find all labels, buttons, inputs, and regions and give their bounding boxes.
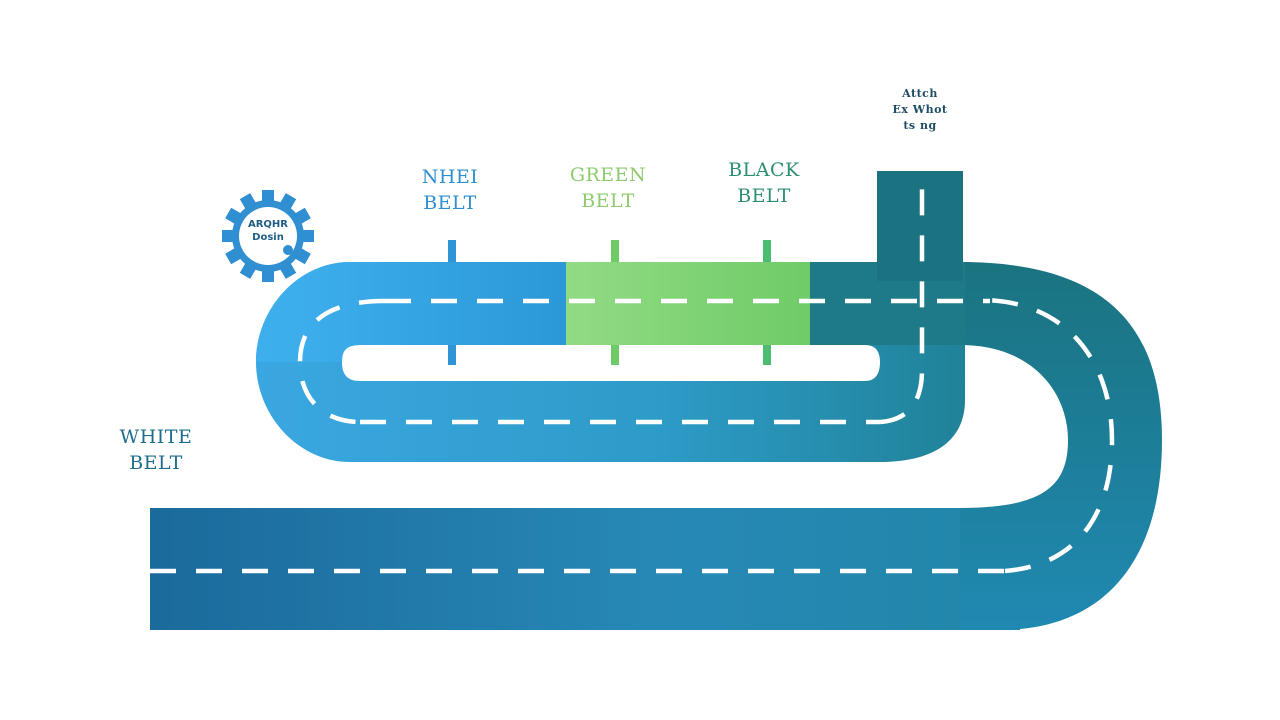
label-finish: Attch Ex Whot ts ng	[870, 86, 970, 134]
lane-marking-right-bend	[984, 297, 1115, 574]
badge-line-1: ARQHR	[247, 219, 288, 230]
label-green-belt: GREEN BELT	[538, 163, 678, 214]
road-blue-section	[256, 262, 566, 362]
badge-label: ARQHR Dosin	[228, 218, 308, 244]
lane-marking-loop-return	[879, 182, 925, 425]
label-white-belt-line1: WHITE	[119, 426, 193, 448]
finish-tower	[877, 171, 963, 281]
label-green-belt-line2: BELT	[581, 189, 635, 212]
label-black-belt-line2: BELT	[737, 184, 791, 207]
gear-badge-icon	[222, 190, 314, 282]
belt-ticks	[448, 240, 771, 365]
badge-line-2: Dosin	[252, 232, 284, 243]
label-finish-line1: Attch	[902, 87, 938, 100]
road-green-section	[566, 262, 810, 345]
road-right-bend	[960, 262, 1162, 630]
label-black-belt: BLACK BELT	[694, 158, 834, 209]
label-blue-belt: NHEI BELT	[380, 165, 520, 216]
lane-markings	[150, 182, 1115, 574]
label-green-belt-line1: GREEN	[569, 164, 647, 186]
label-black-belt-line1: BLACK	[728, 159, 800, 181]
label-finish-line3: ts ng	[903, 118, 937, 132]
label-blue-belt-line1: NHEI	[421, 166, 479, 188]
label-finish-line2: Ex Whot	[892, 102, 948, 116]
label-white-belt-line2: BELT	[129, 451, 183, 474]
label-white-belt: WHITE BELT	[96, 425, 216, 476]
label-blue-belt-line2: BELT	[423, 191, 477, 214]
